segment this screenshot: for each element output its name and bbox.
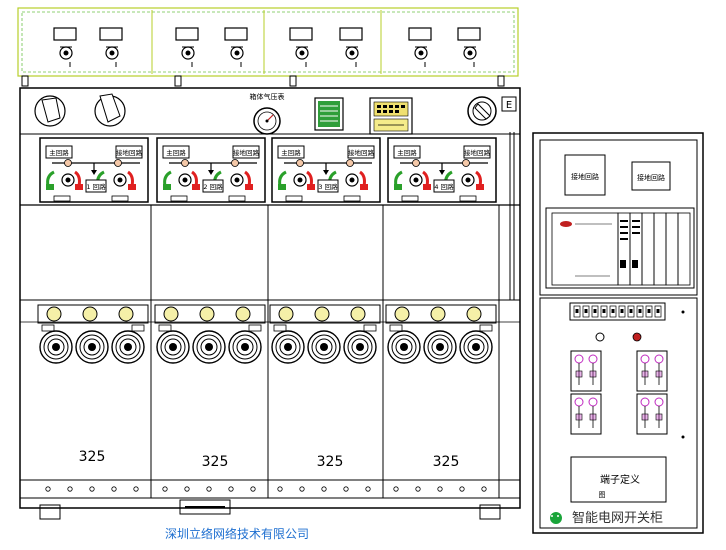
- rating-label: 325: [317, 454, 344, 470]
- bay-2: 325: [154, 205, 269, 498]
- cable-bushing: [423, 330, 457, 364]
- side-cabinet: 接地回路 接地回路 端子定义 图: [532, 132, 704, 534]
- watermark: 智能电网开关柜: [550, 511, 663, 526]
- company-name: 深圳立络网络技术有限公司: [165, 526, 309, 541]
- gauge-label: 箱体气压表: [250, 92, 285, 101]
- cable-bushing: [156, 330, 190, 364]
- bay-3: 325: [269, 205, 384, 498]
- operating-handles: [34, 93, 126, 127]
- cable-bushing: [387, 330, 421, 364]
- relay-knob: [408, 27, 432, 67]
- auxiliary-meter: [570, 350, 602, 392]
- earth-circuit-label: 接地回路: [348, 148, 375, 157]
- side-label-right: 接地回路: [637, 173, 665, 182]
- earth-circuit-label: 接地回路: [116, 148, 143, 157]
- gas-pressure-gauge: 箱体气压表: [250, 92, 285, 135]
- main-cabinet: [19, 87, 521, 509]
- circuit-number: 4 回路: [434, 182, 454, 191]
- main-circuit-label: 主回路: [166, 148, 186, 157]
- earth-circuit-label: 接地回路: [464, 148, 491, 157]
- e-mark-text: E: [506, 100, 512, 111]
- cable-bushing: [75, 330, 109, 364]
- relay-knob: [224, 27, 248, 67]
- feeder-1: 主回路 接地回路 1 回路: [39, 137, 149, 203]
- cable-bushing: [39, 330, 73, 364]
- circuit-number: 3 回路: [318, 182, 338, 191]
- bay-1: 325: [37, 205, 152, 498]
- feeder-4: 主回路 接地回路 4 回路: [387, 137, 497, 203]
- cable-bushing: [192, 330, 226, 364]
- cable-bushing: [111, 330, 145, 364]
- cable-bushing: [271, 330, 305, 364]
- green-indicator-panel: [314, 97, 344, 131]
- rating-label: 325: [202, 454, 229, 470]
- feeder-switch-groups: 主回路 接地回路 1 回路 主回路 接地回路 2 回路 主回路 接地回路 3 回路 主回路 接地回路…: [39, 137, 497, 203]
- relay-knob: [457, 27, 481, 67]
- side-label-left: 接地回路: [571, 172, 599, 181]
- relay-knob: [53, 27, 77, 67]
- feeder-2: 主回路 接地回路 2 回路: [156, 137, 266, 203]
- main-circuit-label: 主回路: [397, 148, 417, 157]
- top-relay-box: [17, 7, 519, 77]
- relay-knob: [175, 27, 199, 67]
- bay-4: 325: [385, 205, 500, 498]
- controller-panel: [369, 97, 413, 135]
- feeder-bays: 325 325 325 325: [37, 205, 500, 498]
- terminal-label: 端子定义: [600, 473, 640, 486]
- rating-label: 325: [433, 454, 460, 470]
- circuit-number: 2 回路: [203, 182, 223, 191]
- circuit-number: 1 回路: [86, 182, 106, 191]
- cable-bushing: [307, 330, 341, 364]
- relay-knob: [289, 27, 313, 67]
- main-circuit-label: 主回路: [281, 148, 301, 157]
- pressure-relief-knob: [467, 96, 497, 126]
- rating-label: 325: [79, 449, 106, 465]
- auxiliary-meter: [636, 350, 668, 392]
- terminal-sublabel: 图: [599, 491, 606, 499]
- main-circuit-label: 主回路: [49, 148, 69, 157]
- cable-bushing: [343, 330, 377, 364]
- earth-circuit-label: 接地回路: [233, 148, 260, 157]
- relay-knob: [339, 27, 363, 67]
- auxiliary-meter: [570, 393, 602, 435]
- watermark-text: 智能电网开关柜: [572, 511, 663, 526]
- e-mark: E: [501, 96, 517, 112]
- cable-bushing: [228, 330, 262, 364]
- auxiliary-meter: [636, 393, 668, 435]
- cabinet-base: [39, 499, 501, 520]
- cable-bushing: [459, 330, 493, 364]
- relay-knob: [99, 27, 123, 67]
- top-box-posts: [21, 75, 505, 87]
- feeder-3: 主回路 接地回路 3 回路: [271, 137, 381, 203]
